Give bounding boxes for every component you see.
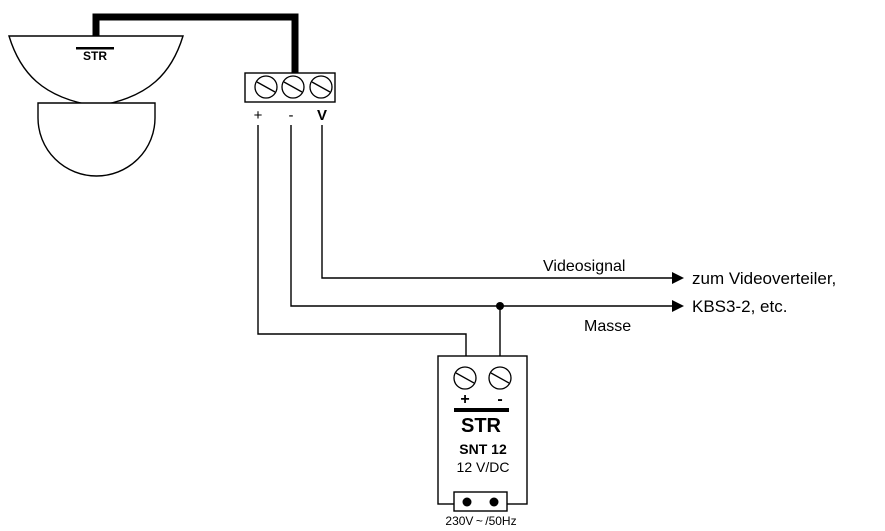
terminal-label-minus: - [289, 107, 294, 124]
power-supply-body [437, 355, 528, 505]
camera-cable [92, 13, 299, 73]
video-arrow-icon [672, 272, 684, 284]
terminal-label-plus: + [254, 107, 263, 124]
ground-label: Masse [584, 318, 631, 335]
ground-wire [290, 125, 672, 307]
terminal-screw-video [309, 75, 333, 99]
svg-text:STR: STR [83, 49, 107, 63]
psu-logo: STR [454, 408, 509, 437]
camera-terminal-block: + - V [244, 72, 336, 124]
psu-output-rating: 12 V/DC [457, 459, 510, 475]
wires [257, 125, 672, 356]
psu-model: SNT 12 [459, 441, 507, 457]
video-wire [321, 125, 672, 279]
psu-screw-minus [488, 366, 512, 390]
psu-label-plus: + [460, 391, 469, 408]
terminal-label-video: V [317, 107, 327, 124]
ground-arrow-icon [672, 300, 684, 312]
psu-input-rating: 230V ~ /50Hz [445, 514, 516, 528]
camera-dome [37, 102, 156, 177]
destination-label-line1: zum Videoverteiler, [692, 269, 836, 288]
svg-text:STR: STR [461, 415, 502, 437]
positive-wire [257, 125, 467, 356]
dome-camera: STR [8, 35, 184, 177]
terminal-screw-plus [254, 75, 278, 99]
psu-screw-plus [453, 366, 477, 390]
psu-mains-plug [453, 491, 508, 512]
video-signal-label: Videosignal [543, 258, 625, 275]
ground-junction-dot [496, 302, 504, 310]
destination-label-line2: KBS3-2, etc. [692, 297, 787, 316]
terminal-screw-minus [281, 75, 305, 99]
power-supply-unit: + - STR SNT 12 12 V/DC 230V ~ /50Hz [437, 355, 528, 528]
camera-logo: STR [76, 47, 114, 63]
psu-label-minus: - [497, 391, 502, 408]
camera-housing [8, 35, 184, 107]
